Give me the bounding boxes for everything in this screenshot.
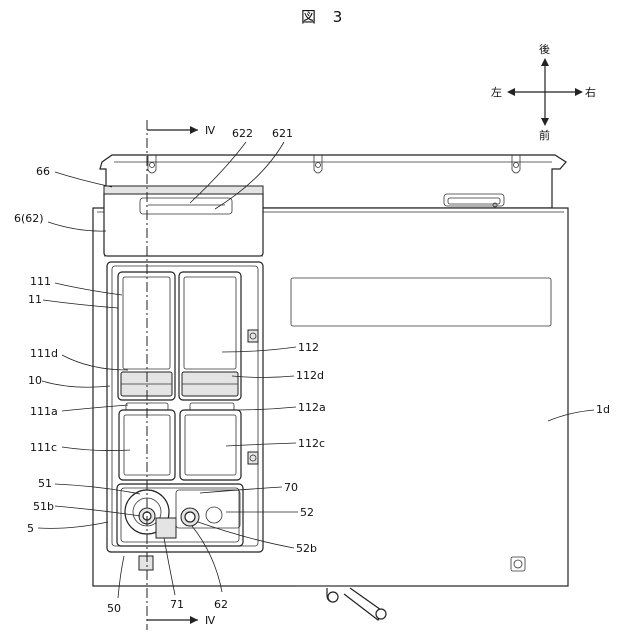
figure-title: 図 3 xyxy=(301,8,348,26)
lid-6-62 xyxy=(104,186,263,256)
section-mark-top: Ⅳ xyxy=(205,124,216,137)
label-52b: 52b xyxy=(296,542,317,555)
label-112a: 112a xyxy=(298,401,326,414)
label-112c: 112c xyxy=(298,437,325,450)
label-6-62: 6(62) xyxy=(14,212,44,225)
label-5: 5 xyxy=(27,522,34,535)
label-112: 112 xyxy=(298,341,319,354)
label-52: 52 xyxy=(300,506,314,519)
direction-right: 右 xyxy=(585,85,596,99)
label-1d: 1d xyxy=(596,403,610,416)
label-111d: 111d xyxy=(30,347,58,360)
label-70: 70 xyxy=(284,481,298,494)
label-622: 622 xyxy=(232,127,253,140)
section-mark-bottom: Ⅳ xyxy=(205,614,216,627)
label-51b: 51b xyxy=(33,500,54,513)
direction-back: 後 xyxy=(539,42,550,56)
direction-front: 前 xyxy=(539,128,550,142)
container-112c xyxy=(180,403,241,480)
direction-compass: 後 前 左 右 xyxy=(491,42,596,142)
label-621: 621 xyxy=(272,127,293,140)
container-112 xyxy=(179,272,241,400)
label-111a: 111a xyxy=(30,405,58,418)
label-112d: 112d xyxy=(296,369,324,382)
label-62: 62 xyxy=(214,598,228,611)
label-111: 111 xyxy=(30,275,51,288)
outlet-pipe xyxy=(295,586,386,620)
label-10: 10 xyxy=(28,374,42,387)
label-11: 11 xyxy=(28,293,42,306)
label-51: 51 xyxy=(38,477,52,490)
label-111c: 111c xyxy=(30,441,57,454)
label-66: 66 xyxy=(36,165,50,178)
label-50: 50 xyxy=(107,602,121,615)
label-71: 71 xyxy=(170,598,184,611)
direction-left: 左 xyxy=(491,86,502,99)
